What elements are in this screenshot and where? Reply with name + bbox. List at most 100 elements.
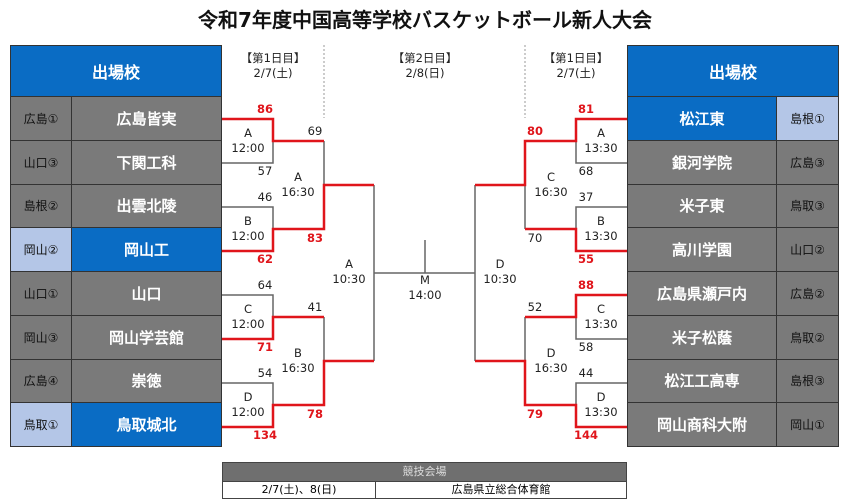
team-prefecture: 山口①	[10, 272, 72, 316]
match-court: D	[546, 346, 556, 360]
match-time: 10:30	[483, 272, 517, 286]
team-name: 銀河学院	[627, 140, 777, 185]
score: 37	[578, 190, 594, 204]
score: 52	[527, 300, 543, 314]
team-row: 松江工高専島根③	[627, 359, 839, 404]
score: 134	[252, 428, 278, 442]
venue-table: 競技会場 2/7(土)、8(日) 広島県立総合体育館	[222, 462, 627, 499]
team-prefecture: 鳥取③	[777, 184, 839, 229]
team-name: 広島県瀬戸内	[627, 272, 777, 316]
match-court: A	[345, 257, 353, 271]
team-name: 松江工高専	[627, 359, 777, 404]
score: 79	[526, 407, 544, 421]
score: 64	[257, 278, 273, 292]
score: 88	[577, 278, 595, 292]
team-prefecture: 広島①	[10, 97, 72, 141]
match-court: C	[596, 302, 606, 316]
team-name: 高川学園	[627, 228, 777, 272]
team-name: 広島皆実	[72, 97, 222, 141]
panel-header: 出場校	[627, 45, 839, 97]
score: 55	[577, 252, 595, 266]
team-row: 広島県瀬戸内広島②	[627, 272, 839, 316]
score: 69	[307, 124, 323, 138]
team-prefecture: 岡山②	[10, 228, 72, 272]
match-court: B	[294, 346, 302, 360]
score: 57	[257, 164, 273, 178]
team-prefecture: 島根③	[777, 359, 839, 404]
team-prefecture: 鳥取②	[777, 315, 839, 360]
day2-header: 【第2日目】2/8(日)	[392, 51, 458, 80]
team-name: 米子東	[627, 184, 777, 229]
team-prefecture: 岡山③	[10, 315, 72, 360]
match-time: 16:30	[534, 185, 568, 199]
match-court: C	[243, 302, 253, 316]
match-court: M	[420, 273, 430, 287]
match-time: 13:30	[584, 317, 618, 331]
match-court: B	[244, 214, 252, 228]
team-name: 松江東	[627, 97, 777, 141]
match-time: 16:30	[534, 361, 568, 375]
score: 44	[578, 366, 594, 380]
team-name: 岡山工	[72, 228, 222, 272]
match-time: 12:00	[231, 405, 265, 419]
match-time: 12:00	[231, 229, 265, 243]
venue-dates: 2/7(土)、8(日)	[223, 482, 376, 498]
score: 62	[256, 252, 274, 266]
team-row: 高川学園山口②	[627, 228, 839, 272]
match-time: 14:00	[408, 288, 442, 302]
match-court: D	[596, 390, 606, 404]
score: 83	[306, 231, 324, 245]
match-court: D	[243, 390, 253, 404]
team-name: 山口	[72, 272, 222, 316]
match-court: A	[294, 170, 302, 184]
team-prefecture: 島根①	[777, 97, 839, 141]
match-time: 13:30	[584, 141, 618, 155]
team-prefecture: 広島④	[10, 359, 72, 404]
winner-paths	[222, 117, 627, 429]
team-row: 銀河学院広島③	[627, 140, 839, 185]
match-time: 16:30	[281, 361, 315, 375]
team-row: 米子松蔭鳥取②	[627, 315, 839, 360]
match-time: 13:30	[584, 229, 618, 243]
score: 144	[573, 428, 599, 442]
team-name: 崇徳	[72, 359, 222, 404]
match-time: 10:30	[332, 272, 366, 286]
team-prefecture: 鳥取①	[10, 403, 72, 447]
score: 78	[306, 407, 324, 421]
score: 58	[578, 340, 594, 354]
venue-header: 競技会場	[223, 463, 626, 481]
match-court: A	[244, 126, 252, 140]
match-time: 12:00	[231, 317, 265, 331]
team-name: 岡山学芸館	[72, 315, 222, 360]
team-row: 松江東島根①	[627, 97, 839, 141]
score: 54	[257, 366, 273, 380]
score: 81	[577, 102, 595, 116]
team-row: 岡山商科大附岡山①	[627, 403, 839, 447]
match-court: D	[495, 257, 505, 271]
score: 46	[257, 190, 273, 204]
match-court: B	[597, 214, 605, 228]
score: 41	[307, 300, 323, 314]
team-prefecture: 広島③	[777, 140, 839, 185]
match-time: 16:30	[281, 185, 315, 199]
match-time: 13:30	[584, 405, 618, 419]
